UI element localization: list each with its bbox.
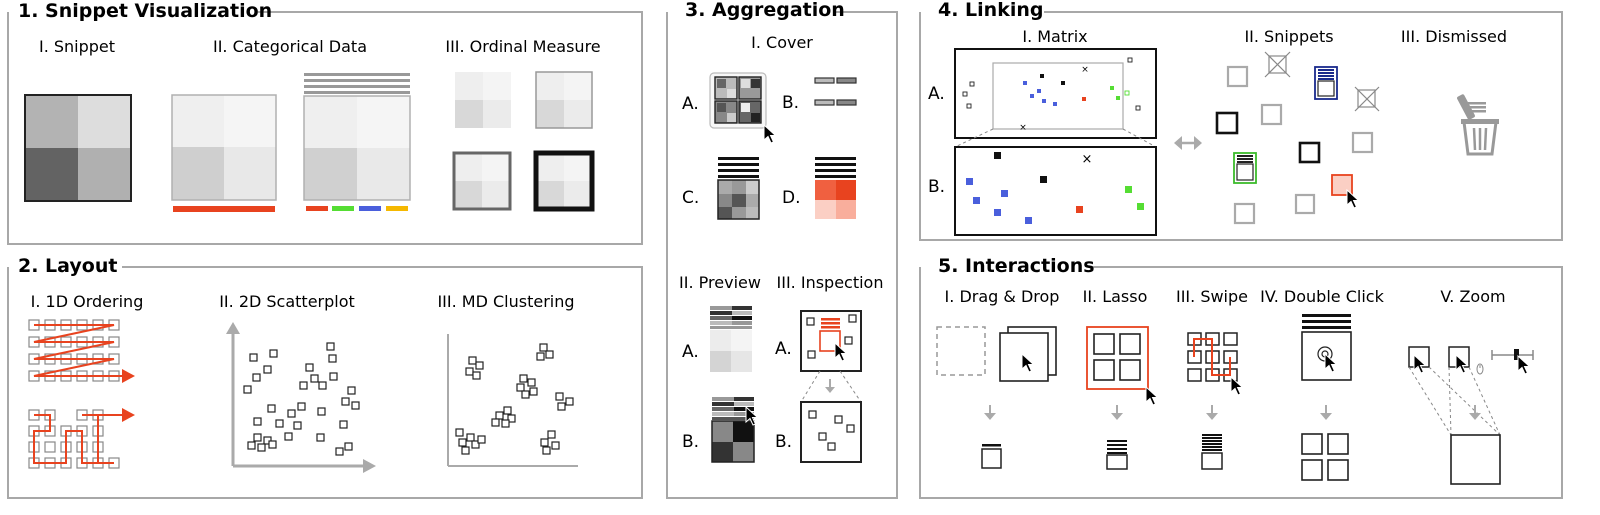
matrix-letter-a: A.: [928, 84, 945, 104]
ordering-hilbert-path: [33, 414, 122, 464]
double-arrow-icon: [1174, 136, 1202, 150]
label-cover: I. Cover: [751, 33, 813, 52]
swipe-path: [1193, 338, 1231, 376]
cross-marker-icon: ×: [1019, 123, 1027, 133]
panel-linking: 4. Linking I. Matrix II. Snippets III. D…: [919, 0, 1563, 241]
cross-marker-icon: ×: [1082, 152, 1093, 167]
down-arrow-icon: [1320, 405, 1332, 420]
cover-d: [815, 157, 856, 219]
swipe-demo: [1187, 332, 1238, 382]
panel-layout: 2. Layout I. 1D Ordering II. 2D Scatterp…: [7, 255, 643, 499]
label-snippet: I. Snippet: [39, 37, 115, 56]
ordinal-snippets: [452, 71, 595, 212]
preview-b: [711, 397, 758, 463]
panel-title-1: 1. Snippet Visualization: [18, 0, 272, 22]
down-arrow-icon: [1111, 405, 1123, 420]
label-2d-scatterplot: II. 2D Scatterplot: [219, 292, 355, 311]
swipe-result: [1201, 434, 1223, 470]
label-preview: II. Preview: [679, 273, 761, 292]
panel-title-4: 4. Linking: [938, 0, 1043, 21]
label-md-clustering: III. MD Clustering: [437, 292, 574, 311]
category-bar-red: [173, 206, 275, 212]
cursor-icon: [1145, 386, 1158, 406]
cover-b: [814, 77, 857, 106]
cover-letter-c: C.: [682, 188, 699, 208]
label-1d-ordering: I. 1D Ordering: [31, 292, 144, 311]
down-arrow-icon: [1469, 405, 1481, 420]
matrix-zoomed: ×: [954, 146, 1157, 236]
drag-result: [981, 444, 1002, 469]
categorical-snippet-multi: [303, 73, 411, 211]
snippets-scatter: [1215, 51, 1380, 225]
preview-a: [710, 306, 752, 372]
selected-snippet-green: [1233, 152, 1257, 184]
cross-marker-icon: ×: [1081, 65, 1089, 75]
label-lasso: II. Lasso: [1083, 287, 1148, 306]
cover-letter-d: D.: [782, 188, 801, 208]
double-click-demo: [1301, 314, 1352, 381]
lasso-result: [1106, 440, 1128, 470]
matrix-overview: × ×: [954, 48, 1157, 139]
panel-interactions: 5. Interactions I. Drag & Drop II. Lasso…: [919, 255, 1563, 499]
label-inspection: III. Inspection: [777, 273, 884, 292]
clustering-plot: [447, 334, 578, 467]
scatterplot: [226, 322, 376, 473]
panel-aggregation: 3. Aggregation I. Cover A. B. C.: [666, 0, 898, 499]
selected-snippet-blue: [1314, 66, 1338, 100]
cover-c: [717, 157, 760, 220]
trash-icon: [1457, 94, 1499, 156]
preview-letter-b: B.: [682, 432, 699, 452]
panel-title-2: 2. Layout: [18, 255, 117, 277]
label-matrix: I. Matrix: [1022, 27, 1087, 46]
categorical-snippet-single: [171, 94, 277, 212]
label-drag-drop: I. Drag & Drop: [945, 287, 1060, 306]
label-zoom: V. Zoom: [1440, 287, 1505, 306]
cover-letter-b: B.: [782, 93, 799, 113]
matrix-letter-b: B.: [928, 177, 945, 197]
inspection-letter-a: A.: [775, 339, 792, 359]
label-ordinal-measure: III. Ordinal Measure: [445, 37, 600, 56]
dismissed-x-icon: [1264, 51, 1291, 78]
snippet-example: [24, 94, 132, 202]
double-click-result: [1301, 433, 1349, 481]
zoom-result: [1450, 434, 1501, 485]
ordering-hilbert: [28, 409, 120, 469]
dismissed-x-icon: [1354, 86, 1380, 112]
inspection-a: [800, 310, 862, 372]
down-arrow-icon: [984, 405, 996, 420]
drag-drop-demo: [936, 326, 1057, 382]
lasso-demo: [1086, 326, 1158, 406]
label-swipe: III. Swipe: [1176, 287, 1248, 306]
inspection-letter-b: B.: [775, 432, 792, 452]
zoom-slider: [1491, 349, 1534, 375]
cursor-icon: [763, 124, 776, 144]
cover-a: [709, 72, 776, 144]
panel-title-3: 3. Aggregation: [685, 0, 845, 21]
label-snippets: II. Snippets: [1244, 27, 1333, 46]
preview-letter-a: A.: [682, 342, 699, 362]
cover-letter-a: A.: [682, 94, 699, 114]
cursor-icon: [1517, 355, 1530, 375]
label-dismissed: III. Dismissed: [1401, 27, 1507, 46]
ordering-zigzag-path: [33, 324, 122, 377]
zoom-demo: [1408, 346, 1534, 436]
down-arrow-icon: [1206, 405, 1218, 420]
panel-snippet-visualization: 1. Snippet Visualization I. Snippet II. …: [7, 0, 643, 245]
label-double-click: IV. Double Click: [1260, 287, 1384, 306]
panel-title-5: 5. Interactions: [938, 255, 1095, 277]
down-arrow-icon: [825, 379, 835, 393]
inspection-b: [800, 401, 862, 463]
label-categorical-data: II. Categorical Data: [213, 37, 367, 56]
